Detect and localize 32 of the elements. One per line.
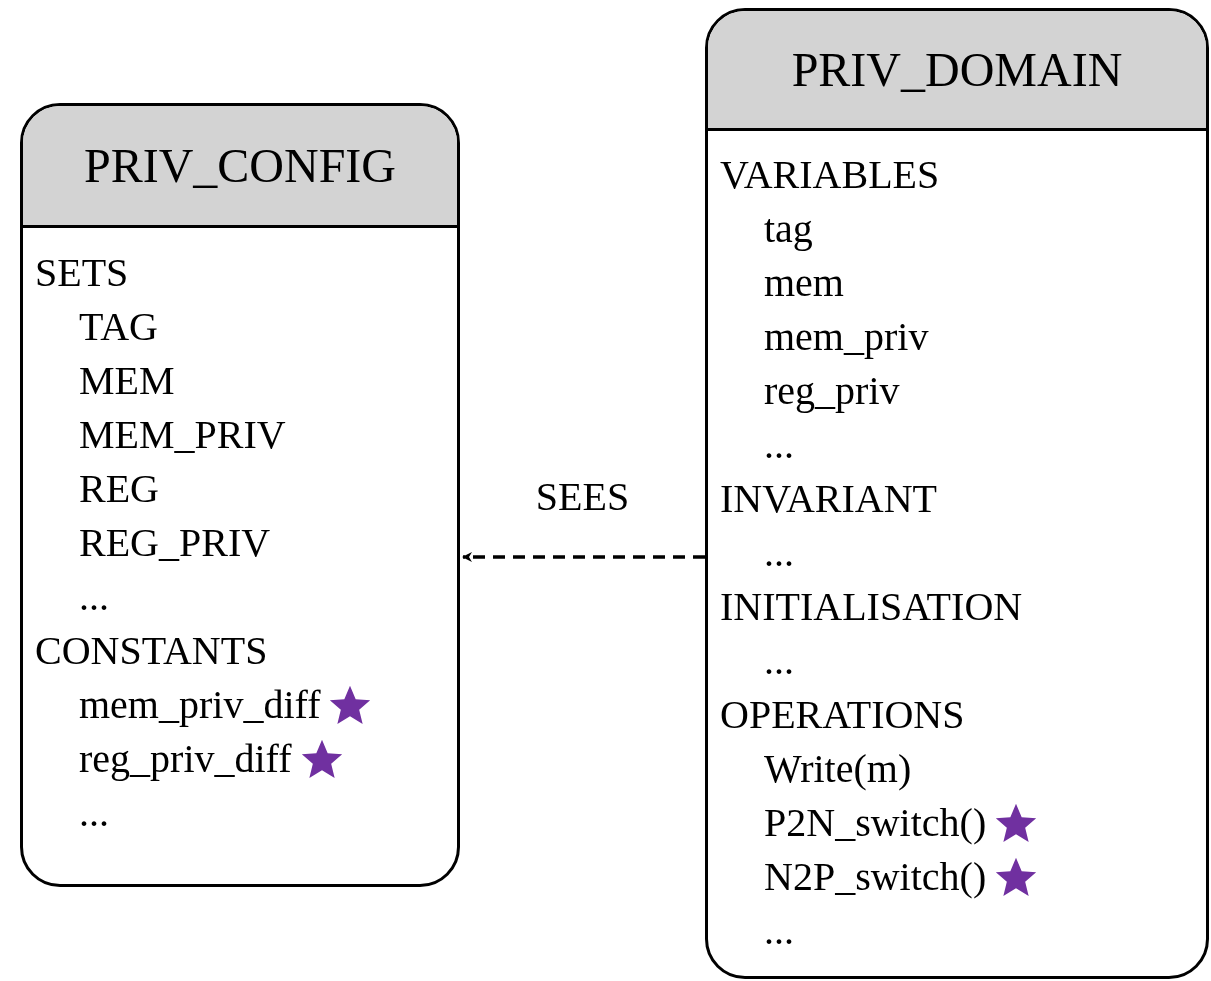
- entry-text: ...: [764, 421, 794, 469]
- entry-text: N2P_switch(): [764, 853, 987, 901]
- section-keyword: CONSTANTS: [35, 627, 268, 675]
- entry-text: reg_priv_diff: [79, 735, 292, 783]
- entry-text: reg_priv: [764, 367, 900, 415]
- section-keyword: VARIABLES: [720, 151, 940, 199]
- entry-text: ...: [79, 789, 109, 837]
- entry-text: mem_priv: [764, 313, 929, 361]
- section-keyword: SETS: [35, 249, 129, 297]
- entry-text: mem_priv_diff: [79, 681, 321, 729]
- class-card: [20, 103, 460, 887]
- entry-text: ...: [764, 637, 794, 685]
- edge-label: SEES: [535, 477, 630, 517]
- entry-text: ...: [79, 573, 109, 621]
- entry-text: REG: [79, 465, 159, 513]
- entry-text: P2N_switch(): [764, 799, 987, 847]
- class-card: [705, 8, 1209, 979]
- entry-text: Write(m): [764, 745, 912, 793]
- section-keyword: INITIALISATION: [720, 583, 1023, 631]
- entry-text: TAG: [79, 303, 158, 351]
- entry-text: MEM: [79, 357, 175, 405]
- dashed-arrow: [462, 552, 705, 562]
- entry-text: tag: [764, 205, 813, 253]
- entry-text: MEM_PRIV: [79, 411, 286, 459]
- entry-text: mem: [764, 259, 844, 307]
- section-keyword: OPERATIONS: [720, 691, 965, 739]
- entry-text: ...: [764, 529, 794, 577]
- entry-text: ...: [764, 907, 794, 955]
- card-title: PRIV_CONFIG: [83, 141, 396, 190]
- card-title: PRIV_DOMAIN: [791, 45, 1123, 94]
- entry-text: REG_PRIV: [79, 519, 271, 567]
- section-keyword: INVARIANT: [720, 475, 938, 523]
